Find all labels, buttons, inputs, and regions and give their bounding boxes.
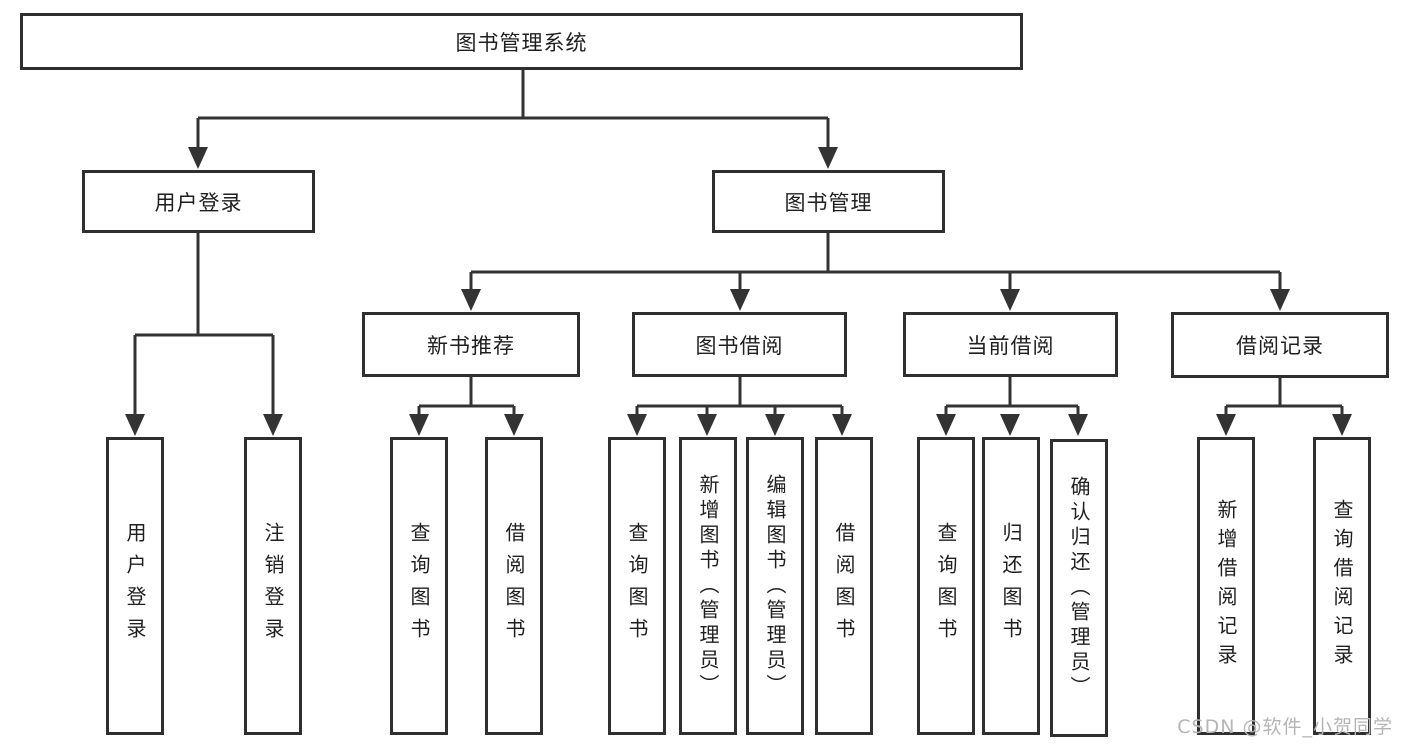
leaf-add-borrow-record-label: 新增借阅记录 [1214, 499, 1238, 673]
leaf-query-books-borrow: 查询图书 [608, 437, 666, 735]
node-root-label: 图书管理系统 [455, 30, 588, 55]
node-user-login-label: 用户登录 [154, 190, 243, 215]
leaf-add-book-admin-label: 新增图书（管理员） [696, 473, 720, 699]
leaf-query-books-current: 查询图书 [917, 437, 975, 735]
watermark: CSDN @软件_小贺同学 [1177, 716, 1393, 738]
leaf-user-login: 用户登录 [106, 437, 164, 735]
node-current-borrow: 当前借阅 [903, 312, 1118, 377]
leaf-query-borrow-record-label: 查询借阅记录 [1330, 499, 1354, 673]
leaf-query-borrow-record: 查询借阅记录 [1313, 437, 1371, 735]
node-book-management: 图书管理 [712, 170, 945, 233]
leaf-edit-book-admin-label: 编辑图书（管理员） [763, 473, 787, 699]
leaf-borrow-books-recommend-label: 借阅图书 [502, 522, 526, 650]
node-new-book-recommend-label: 新书推荐 [427, 333, 515, 358]
leaf-user-login-label: 用户登录 [123, 522, 147, 650]
node-user-login: 用户登录 [82, 170, 315, 233]
leaf-return-book-label: 归还图书 [999, 522, 1023, 650]
leaf-borrow-books-recommend: 借阅图书 [485, 437, 543, 735]
node-book-management-label: 图书管理 [784, 190, 873, 215]
leaf-edit-book-admin: 编辑图书（管理员） [746, 437, 804, 735]
leaf-query-books-current-label: 查询图书 [934, 522, 958, 650]
leaf-add-borrow-record: 新增借阅记录 [1197, 437, 1255, 735]
connector-lines [133, 70, 1344, 420]
leaf-query-books-borrow-label: 查询图书 [625, 522, 649, 650]
leaf-logout-label: 注销登录 [261, 522, 285, 650]
node-borrow-records-label: 借阅记录 [1236, 334, 1324, 358]
leaf-confirm-return-admin-label: 确认归还（管理员） [1067, 475, 1091, 701]
node-borrow-records: 借阅记录 [1171, 312, 1389, 378]
leaf-return-book: 归还图书 [982, 437, 1040, 735]
leaf-add-book-admin: 新增图书（管理员） [679, 437, 737, 735]
leaf-borrow-books-label: 借阅图书 [832, 522, 856, 650]
node-root: 图书管理系统 [20, 13, 1023, 70]
arrowhead-icon [125, 147, 1352, 436]
leaf-borrow-books: 借阅图书 [815, 437, 873, 735]
leaf-confirm-return-admin: 确认归还（管理员） [1050, 439, 1108, 737]
node-new-book-recommend: 新书推荐 [362, 312, 580, 377]
node-book-borrow-label: 图书借阅 [695, 333, 784, 358]
leaf-logout: 注销登录 [244, 437, 302, 735]
leaf-query-books-recommend-label: 查询图书 [407, 522, 431, 650]
node-book-borrow: 图书借阅 [632, 312, 847, 377]
node-current-borrow-label: 当前借阅 [966, 333, 1055, 358]
leaf-query-books-recommend: 查询图书 [390, 437, 448, 735]
